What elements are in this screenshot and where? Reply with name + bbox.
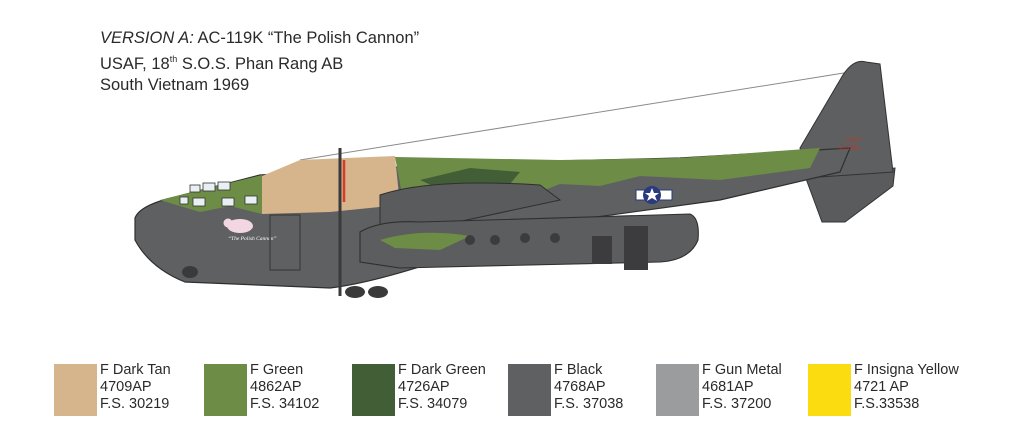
color-swatch — [204, 364, 247, 416]
unit-suffix: S.O.S. Phan Rang AB — [181, 55, 344, 73]
wing-root — [379, 182, 562, 233]
color-name: F Green — [250, 362, 304, 378]
landing-gear — [182, 266, 388, 298]
color-name: F Insigna Yellow — [854, 362, 959, 378]
location-year: South Vietnam 1969 — [100, 76, 250, 94]
color-code: 4768AP — [554, 379, 606, 395]
fs-number: F.S. 34079 — [398, 396, 468, 412]
camo-tan — [262, 156, 400, 214]
side-guns — [465, 226, 648, 270]
swatch-label: F Black 4768AP F.S. 37038 — [554, 362, 623, 413]
tail-serial: 0-22546 — [838, 146, 861, 152]
nacelle-camo — [380, 232, 470, 250]
usaf-roundel — [635, 186, 673, 204]
title-unit-line: USAF, 18th S.O.S. Phan Rang AB — [100, 49, 419, 75]
color-name: F Black — [554, 362, 603, 378]
unit-prefix: USAF, 18 — [100, 55, 170, 73]
unit-ordinal: th — [169, 54, 178, 64]
engine-nacelle — [359, 213, 699, 269]
title-version-line: VERSION A: AC-119K “The Polish Cannon” — [100, 28, 419, 49]
swatch-label: F Insigna Yellow 4721 AP F.S.33538 — [854, 362, 959, 413]
swatch-label: F Dark Green 4726AP F.S. 34079 — [398, 362, 486, 413]
vertical-fin — [799, 60, 894, 179]
swatch-label: F Green 4862AP F.S. 34102 — [250, 362, 319, 413]
aircraft-side-profile: USAF 0-22546 “The Polish Cannon” — [134, 60, 896, 298]
color-code: 4681AP — [702, 379, 754, 395]
color-name: F Gun Metal — [702, 362, 782, 378]
color-name: F Dark Tan — [100, 362, 171, 378]
color-swatch — [352, 364, 395, 416]
fs-number: F.S. 37038 — [554, 396, 624, 412]
color-swatch — [808, 364, 851, 416]
nose-art-text: “The Polish Cannon” — [228, 235, 277, 242]
fs-number: F.S.33538 — [854, 396, 920, 412]
profile-title: VERSION A: AC-119K “The Polish Cannon” U… — [100, 28, 419, 96]
tail-text-usaf: USAF — [845, 138, 861, 144]
antenna-wire — [299, 71, 851, 161]
fs-number: F.S. 30219 — [100, 396, 170, 412]
version-name: AC-119K “The Polish Cannon” — [197, 29, 420, 47]
nose-art-pig — [223, 218, 253, 233]
color-name: F Dark Green — [398, 362, 486, 378]
color-swatch — [656, 364, 699, 416]
color-swatch — [54, 364, 97, 416]
swatch-label: F Gun Metal 4681AP F.S. 37200 — [702, 362, 782, 413]
version-label: VERSION A: — [100, 29, 194, 47]
color-swatch — [508, 364, 551, 416]
swatch-label: F Dark Tan 4709AP F.S. 30219 — [100, 362, 171, 413]
fs-number: F.S. 34102 — [250, 396, 320, 412]
fs-number: F.S. 37200 — [702, 396, 772, 412]
color-code: 4862AP — [250, 379, 302, 395]
color-code: 4726AP — [398, 379, 450, 395]
crew-door — [269, 214, 301, 271]
color-code: 4709AP — [100, 379, 152, 395]
color-code: 4721 AP — [854, 379, 909, 395]
cockpit-windows — [179, 181, 258, 207]
